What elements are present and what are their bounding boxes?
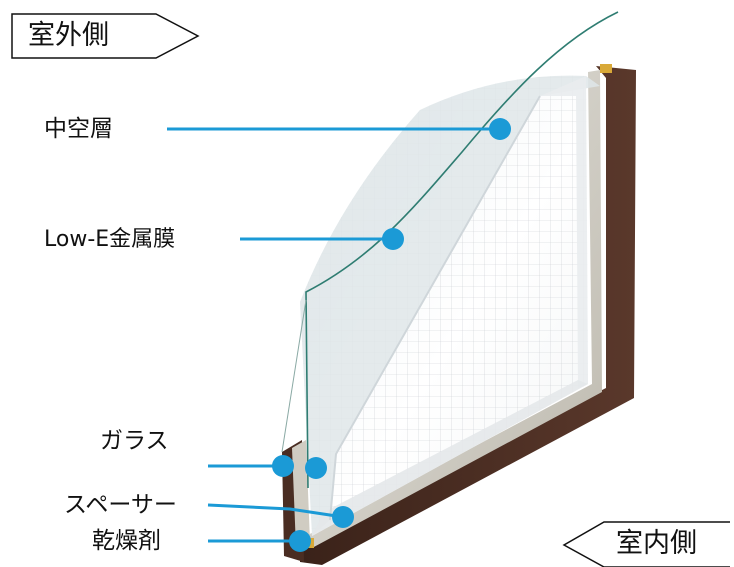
outdoor-arrow-shape — [11, 13, 200, 59]
label-air-layer: 中空層 — [44, 116, 113, 142]
spacer-strip — [306, 70, 602, 548]
glass-inner-edge — [329, 95, 541, 521]
leader-line-spacer — [207, 503, 344, 519]
glass-inner-band — [540, 76, 588, 388]
outer-glass-edge — [281, 299, 307, 453]
label-low-e-film: Low-E金属膜 — [44, 227, 176, 252]
label-spacer: スペーサー — [64, 492, 177, 518]
callout-dot-low-e-film — [382, 228, 404, 250]
glass-bottom-band — [312, 380, 588, 536]
desiccant-mark — [600, 64, 612, 73]
indoor-arrow-shape — [562, 521, 730, 567]
label-desiccant: 乾燥剤 — [92, 528, 161, 554]
outdoor-side-label: 室外側 — [28, 20, 109, 51]
label-glass: ガラス — [100, 428, 169, 454]
callout-dot-glass-inner — [305, 457, 327, 479]
callout-dots — [272, 118, 511, 552]
leader-lines — [167, 127, 500, 543]
outer-glass-curve — [305, 11, 619, 489]
callout-dot-spacer — [332, 506, 354, 528]
glass-edge-band — [300, 75, 600, 536]
indoor-side-label: 室内側 — [616, 528, 697, 559]
window-frame — [300, 66, 636, 565]
callout-dot-glass-outer — [272, 455, 294, 477]
callout-dot-desiccant — [289, 530, 311, 552]
callout-dot-air-layer — [489, 118, 511, 140]
